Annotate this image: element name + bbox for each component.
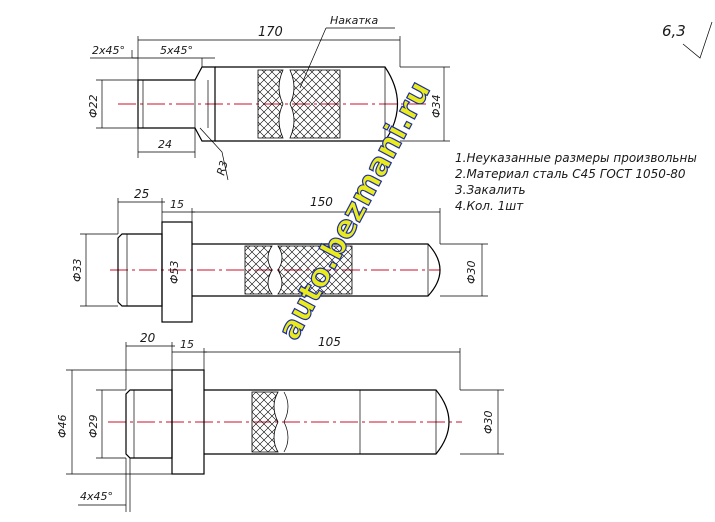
roughness-mark: 6,3: [662, 21, 713, 59]
dim-diameter-left: Ф22: [87, 95, 100, 118]
dim-chamfer-2: 5x45°: [160, 44, 193, 57]
dim-diameter-right: Ф34: [430, 95, 443, 118]
note-line-3: 3.Закалить: [455, 183, 526, 197]
note-line-1: 1.Неуказанные размеры произвольны: [455, 151, 697, 165]
technical-notes: 1.Неуказанные размеры произвольны 2.Мате…: [455, 151, 697, 213]
knurl-zone: [251, 391, 279, 453]
dim-diameter-53: Ф53: [168, 261, 181, 284]
part-1: 170 2x45° 5x45° Накатка Ф22 Ф34 24 R3: [87, 14, 450, 181]
dim-chamfer-4x45: 4x45°: [80, 490, 113, 503]
dim-length-105: 105: [318, 335, 341, 349]
dim-chamfer-1: 2x45°: [92, 44, 125, 57]
part-2: 25 15 150 Ф33 Ф53 Ф30: [71, 187, 488, 323]
dim-diameter-46: Ф46: [56, 415, 69, 438]
dim-length-20: 20: [140, 331, 156, 345]
note-line-2: 2.Материал сталь С45 ГОСТ 1050-80: [455, 167, 686, 181]
dim-length-25: 25: [134, 187, 149, 201]
knurl-zone: [289, 69, 341, 139]
dim-length-24: 24: [158, 138, 172, 151]
dim-overall-length: 170: [258, 25, 283, 40]
dim-radius: R3: [214, 159, 230, 177]
dim-diameter-29: Ф29: [87, 415, 100, 438]
knurl-label: Накатка: [330, 14, 378, 27]
knurl-zone: [244, 245, 273, 295]
note-line-4: 4.Кол. 1шт: [455, 199, 524, 213]
dim-diameter-30: Ф30: [482, 411, 495, 434]
svg-text:6,3: 6,3: [662, 22, 686, 40]
dim-diameter-30: Ф30: [465, 261, 478, 284]
knurl-zone: [277, 245, 353, 295]
dim-diameter-33: Ф33: [71, 259, 84, 282]
part-3: 20 15 105 Ф46 Ф29 Ф30 4x45°: [56, 331, 504, 512]
dim-length-150: 150: [310, 195, 333, 209]
dim-length-15: 15: [180, 338, 194, 351]
knurl-zone: [257, 69, 284, 139]
dim-length-15: 15: [170, 198, 184, 211]
